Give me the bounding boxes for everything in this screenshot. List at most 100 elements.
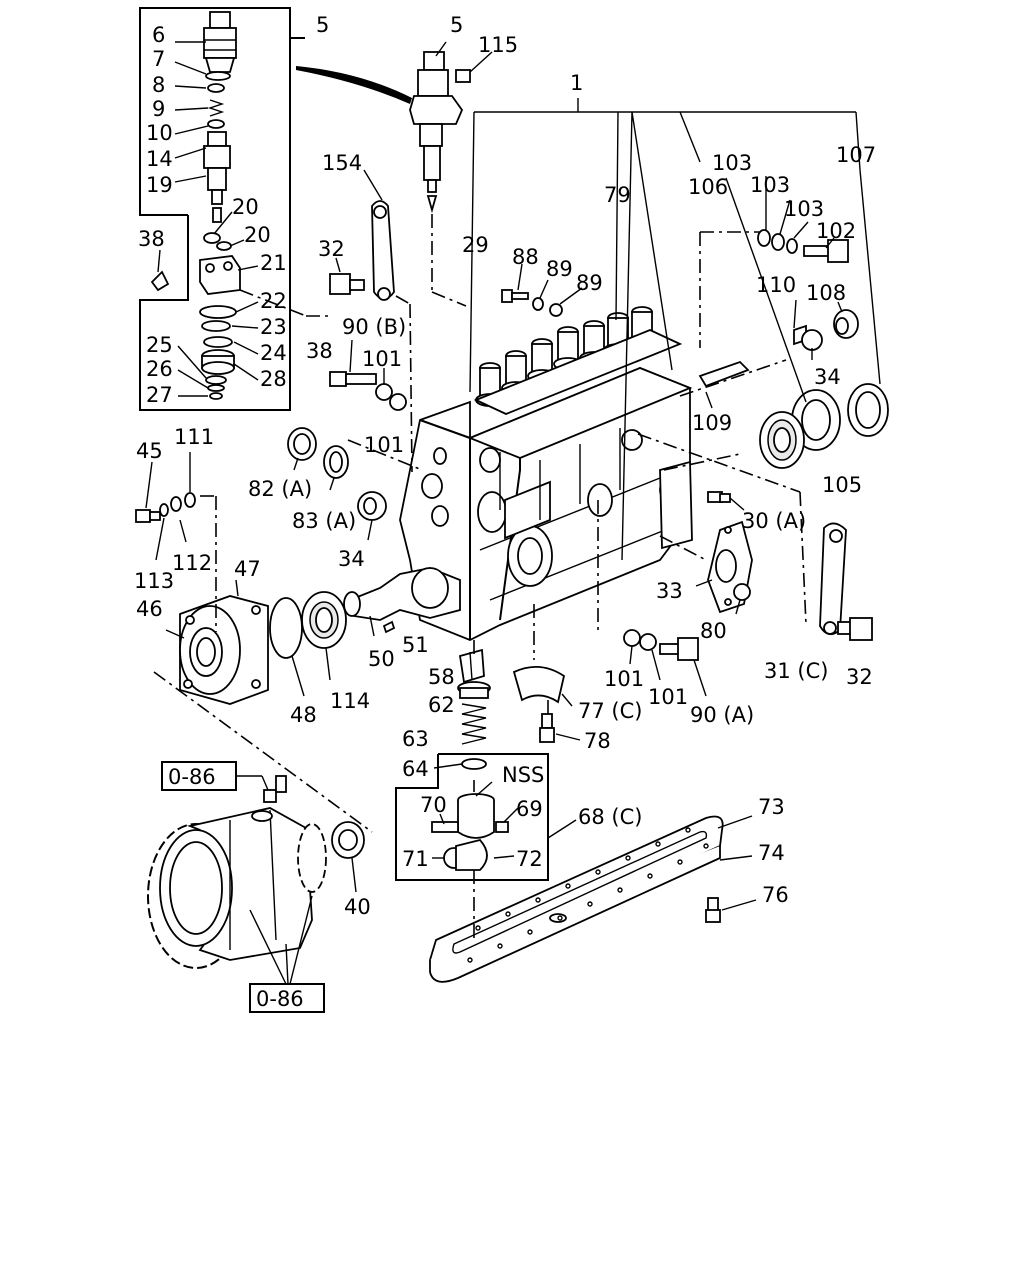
callout-69: 69 [516, 797, 543, 821]
callout-64: 64 [402, 757, 429, 781]
spring-9 [207, 99, 225, 117]
callout-74: 74 [758, 841, 785, 865]
ref-box-1 [161, 761, 269, 791]
callout-nss: NSS [502, 763, 544, 787]
parts-108-110-34 [793, 299, 859, 360]
delivery-valve-assembly-5 [296, 41, 493, 214]
callout-71: 71 [402, 847, 429, 871]
callout-10: 10 [146, 121, 173, 145]
callout-33: 33 [656, 579, 683, 603]
washer-20a [203, 232, 221, 244]
callout-82a: 82 (A) [248, 477, 312, 501]
bolt-32a [329, 257, 365, 295]
delivery-valve-holder-6 [203, 11, 237, 73]
callout-90a: 90 (A) [690, 703, 754, 727]
callout-20b: 20 [244, 223, 271, 247]
bolt-88-washers-89 [501, 263, 583, 317]
o-ring-48 [269, 597, 305, 697]
callout-7: 7 [152, 47, 165, 71]
callout-23: 23 [260, 315, 287, 339]
callout-14: 14 [146, 147, 173, 171]
callout-32b: 32 [846, 665, 873, 689]
callout-89a: 89 [546, 257, 573, 281]
callout-28: 28 [260, 367, 287, 391]
ref-box-2 [249, 895, 325, 1013]
bracket-77c [512, 666, 573, 707]
link-154 [363, 169, 395, 301]
o-ring-7 [205, 71, 231, 81]
seal-40 [331, 821, 365, 893]
callout-27: 27 [146, 383, 173, 407]
callout-5a: 5 [316, 13, 329, 37]
callout-48: 48 [290, 703, 317, 727]
callout-21: 21 [260, 251, 287, 275]
washer-8 [207, 83, 225, 93]
link-31c-bolt-32b [819, 522, 873, 641]
callout-22: 22 [260, 289, 287, 313]
callout-109: 109 [692, 411, 732, 435]
callout-108: 108 [806, 281, 846, 305]
cover-46-47 [165, 579, 269, 705]
callout-112: 112 [172, 551, 212, 575]
gasket-bolt-holes [467, 827, 709, 963]
camshaft-50 [343, 567, 461, 637]
callout-105: 105 [822, 473, 862, 497]
tappet-62 [457, 681, 491, 699]
callout-32a: 32 [318, 237, 345, 261]
callout-83a: 83 (A) [292, 509, 356, 533]
callout-31c: 31 (C) [764, 659, 828, 683]
centerlines [153, 214, 807, 940]
pump-housing [399, 367, 693, 641]
callout-101d: 101 [648, 685, 688, 709]
callout-40: 40 [344, 895, 371, 919]
callout-101c: 101 [604, 667, 644, 691]
callout-63: 63 [402, 727, 429, 751]
plugs-82-83 [287, 427, 349, 491]
callout-106: 106 [688, 175, 728, 199]
callout-labels: 6 7 8 9 10 14 19 20 20 21 22 23 24 28 25… [134, 13, 876, 1011]
tappet-58 [458, 648, 485, 684]
callout-107: 107 [836, 143, 876, 167]
ref-label-1: 0-86 [168, 765, 216, 789]
callout-90b: 90 (B) [342, 315, 406, 339]
nut-80 [733, 583, 751, 615]
callout-114: 114 [330, 689, 370, 713]
callout-103b: 103 [750, 173, 790, 197]
callout-51: 51 [402, 633, 429, 657]
bolt-30a [707, 491, 745, 511]
bearing-34b [357, 491, 387, 541]
callout-79: 79 [604, 183, 631, 207]
callout-88: 88 [512, 245, 539, 269]
callout-101a: 101 [362, 347, 402, 371]
callout-101b: 101 [364, 433, 404, 457]
callout-26: 26 [146, 357, 173, 381]
lever-109 [698, 360, 750, 409]
o-ring-22 [199, 305, 237, 319]
ring-25 [205, 375, 227, 385]
bolt-76 [705, 897, 757, 923]
callout-58: 58 [428, 665, 455, 689]
callout-72: 72 [516, 847, 543, 871]
callout-50: 50 [368, 647, 395, 671]
assembly-1-leaders [469, 98, 881, 561]
callout-19: 19 [146, 173, 173, 197]
callout-78: 78 [584, 729, 611, 753]
callout-25: 25 [146, 333, 173, 357]
timer-housing [147, 775, 327, 969]
callout-113: 113 [134, 569, 174, 593]
barrel-21 [199, 255, 241, 295]
callout-1: 1 [570, 71, 583, 95]
bolt-78 [539, 713, 581, 743]
callout-110: 110 [756, 273, 796, 297]
washer-23 [201, 320, 231, 332]
ring-27 [209, 392, 223, 400]
key-51 [382, 620, 396, 634]
callout-154: 154 [322, 151, 362, 175]
valve-14-19 [203, 131, 231, 223]
callout-111: 111 [174, 425, 214, 449]
delivery-valve-inset [139, 7, 305, 411]
callout-103a: 103 [712, 151, 752, 175]
callout-76: 76 [762, 883, 789, 907]
callout-103c: 103 [784, 197, 824, 221]
